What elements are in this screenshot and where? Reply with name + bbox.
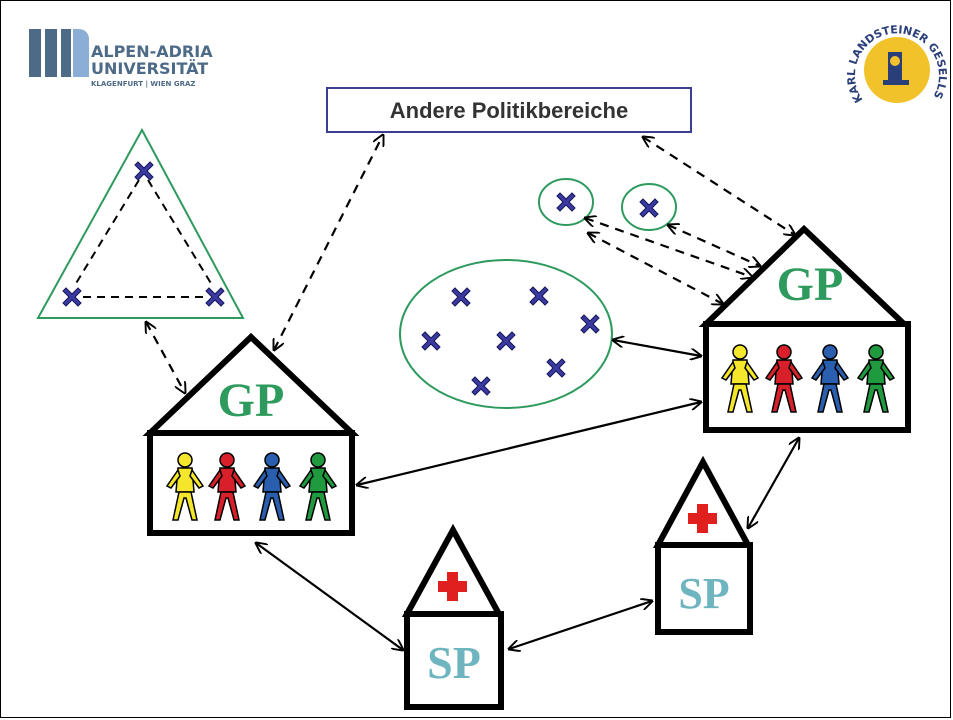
actor-marker-icon: [134, 161, 154, 181]
dashed-connector: [668, 225, 760, 266]
red-cross-icon: [438, 572, 467, 601]
logo-line-2: UNIVERSITÄT: [91, 59, 208, 78]
logo-bar-icon: [29, 29, 41, 77]
university-logo: ALPEN-ADRIA UNIVERSITÄT KLAGENFURT | WIE…: [29, 29, 213, 89]
actor-marker-icon: [451, 287, 471, 307]
actor-marker-icon: [546, 358, 566, 378]
solid-connector: [509, 601, 652, 649]
dashed-connector: [585, 218, 752, 277]
actor-marker-icon: [471, 376, 491, 396]
actor-marker-icon: [62, 287, 82, 307]
logo-bar-icon: [45, 29, 57, 77]
sp-house-bottom: SP: [401, 523, 505, 710]
dashed-connector: [274, 135, 383, 350]
gp-left-label: GP: [218, 374, 285, 427]
ellipse-network: [399, 259, 613, 409]
other-policy-areas-box: Andere Politikbereiche: [326, 87, 692, 133]
logo-line-1: ALPEN-ADRIA: [91, 42, 213, 61]
dashed-connector: [146, 322, 185, 393]
sp-right-label: SP: [678, 569, 729, 618]
other-policy-areas-label: Andere Politikbereiche: [390, 98, 628, 123]
gp-house-left: GP: [142, 332, 360, 536]
actor-marker-icon: [496, 331, 516, 351]
dashed-connector: [588, 233, 723, 304]
red-cross-icon: [688, 504, 717, 533]
actor-marker-icon: [421, 331, 441, 351]
solid-connectors: [256, 340, 799, 650]
gp-right-label: GP: [777, 258, 844, 311]
solid-connector: [748, 438, 799, 528]
solid-connector: [256, 543, 403, 650]
gp-house-right: GP: [698, 224, 912, 433]
actor-marker-icon: [556, 192, 576, 212]
dashed-connector: [643, 137, 795, 235]
small-circle-right: [621, 183, 677, 231]
sp-house-right: SP: [652, 455, 754, 635]
dashed-connectors: [146, 135, 795, 393]
triangle-network: [36, 127, 245, 319]
sp-bottom-label: SP: [427, 637, 481, 688]
logo-bar-icon: [61, 29, 71, 77]
actor-marker-icon: [639, 198, 659, 218]
small-circle-left: [538, 178, 594, 226]
actor-marker-icon: [580, 314, 600, 334]
logo-bar-icon: [73, 29, 89, 77]
logo-line-3: KLAGENFURT | WIEN GRAZ: [91, 80, 195, 89]
solid-connector: [357, 402, 701, 485]
solid-connector: [613, 340, 701, 356]
actor-marker-icon: [529, 286, 549, 306]
actor-marker-icon: [205, 287, 225, 307]
